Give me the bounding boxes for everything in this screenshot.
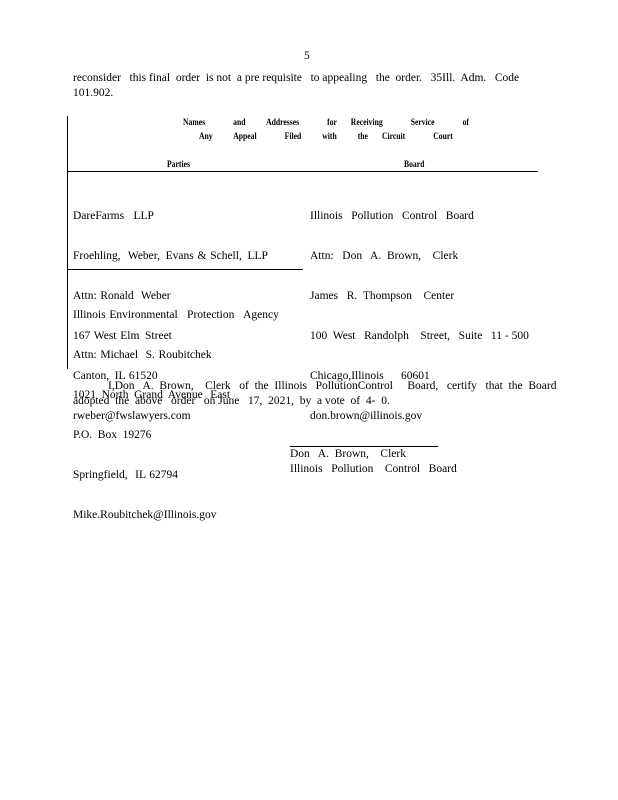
table-heading-line-1: Names and Addresses for Receiving Servic…: [183, 117, 469, 127]
column-header-parties: Parties: [167, 159, 190, 169]
address-line: Illinois Pollution Control Board: [310, 210, 474, 222]
header-divider: [67, 171, 538, 172]
signature-organization: Illinois Pollution Control Board: [290, 463, 457, 475]
address-line: P.O. Box 19276: [73, 429, 152, 441]
address-line: James R. Thompson Center: [310, 290, 455, 302]
email-line: Mike.Roubitchek@Illinois.gov: [73, 509, 217, 521]
table-left-border: [67, 116, 68, 369]
party-address-block: Illinois Environmental Protection Agency…: [73, 283, 279, 549]
board-address-block: Illinois Pollution Control Board Attn: D…: [310, 184, 529, 450]
address-line: 100 West Randolph Street, Suite 11 - 500: [310, 330, 529, 342]
party-address-block: DareFarms LLP Froehling, Weber, Evans & …: [73, 184, 268, 450]
intro-paragraph-line-1: reconsider this final order is not a pre…: [73, 72, 520, 84]
certification-line-1: I,Don A. Brown, Clerk of the Illinois Po…: [108, 380, 557, 392]
address-line: Attn: Don A. Brown, Clerk: [310, 250, 459, 262]
address-line: Canton, IL 61520: [73, 370, 158, 382]
address-line: Attn: Ronald Weber: [73, 290, 171, 302]
email-line: don.brown@illinois.gov: [310, 410, 423, 422]
party-divider: [67, 269, 303, 270]
column-header-board: Board: [404, 159, 425, 169]
address-line: 167 West Elm Street: [73, 330, 172, 342]
signature-line: [290, 446, 438, 447]
address-line: Attn: Michael S. Roubitchek: [73, 349, 212, 361]
signature-name: Don A. Brown, Clerk: [290, 448, 406, 460]
address-line: 1021 North Grand Avenue East: [73, 389, 231, 401]
address-line: Illinois Environmental Protection Agency: [73, 309, 279, 321]
email-line: rweber@fwslawyers.com: [73, 410, 191, 422]
address-line: Chicago,Illinois 60601: [310, 370, 430, 382]
address-line: DareFarms LLP: [73, 210, 154, 222]
page-number: 5: [304, 50, 310, 62]
certification-line-2: adopted the above order on June 17, 2021…: [73, 395, 390, 407]
address-line: Springfield, IL 62794: [73, 469, 179, 481]
table-heading-line-2: Any Appeal Filed with the Circuit Court: [199, 131, 453, 141]
intro-paragraph-line-2: 101.902.: [73, 87, 114, 99]
address-line: Froehling, Weber, Evans & Schell, LLP: [73, 250, 268, 262]
